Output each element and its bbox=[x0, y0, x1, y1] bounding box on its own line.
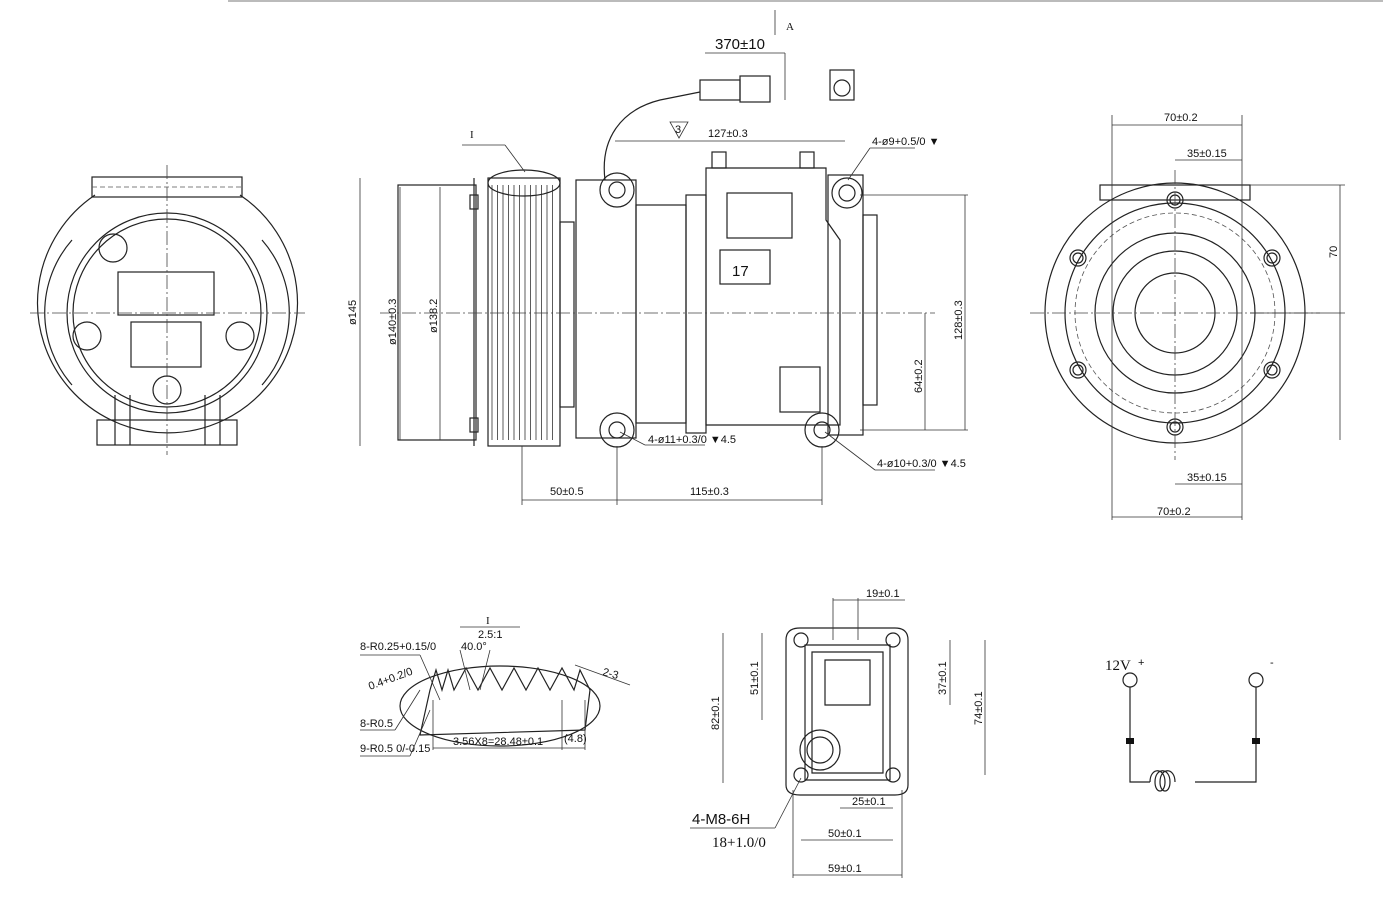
dia-140-dim: ø140±0.3 bbox=[387, 299, 399, 345]
groove-radius-note: 8-R0.25+0.15/0 bbox=[360, 641, 436, 653]
detail-view: I 2.5:1 40.0° 8-R0.25+0.15/0 0.4+0.2/0 2… bbox=[360, 615, 631, 757]
rear-view: 70±0.2 35±0.15 70 35±0.15 70±0.2 bbox=[1030, 112, 1345, 520]
view-marker-a: A bbox=[786, 21, 794, 33]
flange-view: 19±0.1 51±0.1 37±0.1 82±0.1 74±0.1 25±0.… bbox=[690, 588, 986, 878]
angle-dim: 40.0° bbox=[461, 641, 487, 653]
bolt-hole bbox=[1069, 249, 1087, 267]
minus-label: - bbox=[1270, 657, 1274, 669]
cable-length-dim: 370±10 bbox=[715, 36, 765, 53]
pulley bbox=[487, 177, 561, 447]
dim-50: 50±0.1 bbox=[828, 828, 862, 840]
rear-width-bottom-dim: 70±0.2 bbox=[1157, 506, 1191, 518]
dia-138-dim: ø138.2 bbox=[428, 299, 440, 333]
pulley-offset-dim: 50±0.5 bbox=[550, 486, 584, 498]
bolt-hole bbox=[1266, 252, 1278, 264]
detail-title: I bbox=[486, 615, 490, 627]
port-width-dim: 19±0.1 bbox=[866, 588, 900, 600]
pitch-dim: 3.56X8=28.48±0.1 bbox=[453, 736, 543, 748]
bolt-hole bbox=[1072, 364, 1084, 376]
end-width-dim: (4.8) bbox=[564, 733, 587, 745]
dia-145-dim: ø145 bbox=[347, 300, 359, 325]
wiring-diagram: 12V + - bbox=[1105, 657, 1274, 792]
front-holes-note: 4-ø11+0.3/0 ▼4.5 bbox=[648, 434, 736, 446]
mount-hole bbox=[72, 321, 102, 351]
dim-59: 59±0.1 bbox=[828, 863, 862, 875]
detail-marker: I bbox=[470, 129, 474, 141]
crest-radius-note: 9-R0.5 0/-0.15 bbox=[360, 743, 430, 755]
mount-hole bbox=[225, 321, 255, 351]
detail-scale: 2.5:1 bbox=[478, 629, 502, 641]
thread-note: 4-M8-6H bbox=[692, 811, 750, 828]
mount-hole bbox=[98, 233, 128, 263]
bolt-hole bbox=[1263, 249, 1281, 267]
height-128-dim: 128±0.3 bbox=[953, 300, 965, 340]
dim-37: 37±0.1 bbox=[937, 661, 949, 695]
rear-width-top-dim: 70±0.2 bbox=[1164, 112, 1198, 124]
hole-spacing-dim: 115±0.3 bbox=[690, 486, 729, 498]
dim-82: 82±0.1 bbox=[710, 696, 722, 730]
voltage-label: 12V bbox=[1105, 658, 1131, 674]
bolt-hole bbox=[1263, 361, 1281, 379]
positive-terminal bbox=[1122, 672, 1138, 688]
rear-half-top-dim: 35±0.15 bbox=[1187, 148, 1227, 160]
plus-label: + bbox=[1138, 657, 1144, 669]
root-radius-note: 8-R0.5 bbox=[360, 718, 393, 730]
bolt-hole bbox=[1266, 364, 1278, 376]
bolt-hole bbox=[1072, 252, 1084, 264]
part-number-label: 17 bbox=[732, 263, 749, 280]
surface-mark: 3 bbox=[675, 124, 681, 136]
dim-74: 74±0.1 bbox=[973, 691, 985, 725]
tip-dim: 0.4+0.2/0 bbox=[367, 666, 415, 693]
bolt-hole bbox=[1069, 361, 1087, 379]
side-view: 17 A 370±10 I 3 127±0.3 4-ø9+0.5/0 ▼ ø14… bbox=[347, 10, 968, 505]
depth-note: 18+1.0/0 bbox=[712, 835, 766, 851]
mount-width-dim: 127±0.3 bbox=[708, 128, 748, 140]
negative-terminal bbox=[1248, 672, 1264, 688]
dim-25: 25±0.1 bbox=[852, 796, 886, 808]
front-view bbox=[30, 165, 305, 455]
rear-holes-note: 4-ø10+0.3/0 ▼4.5 bbox=[877, 458, 966, 470]
rear-height-dim: 70 bbox=[1328, 246, 1340, 258]
top-holes-note: 4-ø9+0.5/0 ▼ bbox=[872, 136, 939, 148]
edge-dim: 2-3 bbox=[601, 666, 619, 682]
rear-half-bottom-dim: 35±0.15 bbox=[1187, 472, 1227, 484]
dim-51: 51±0.1 bbox=[749, 661, 761, 695]
coil-icon bbox=[1149, 770, 1176, 792]
height-64-dim: 64±0.2 bbox=[913, 359, 925, 393]
